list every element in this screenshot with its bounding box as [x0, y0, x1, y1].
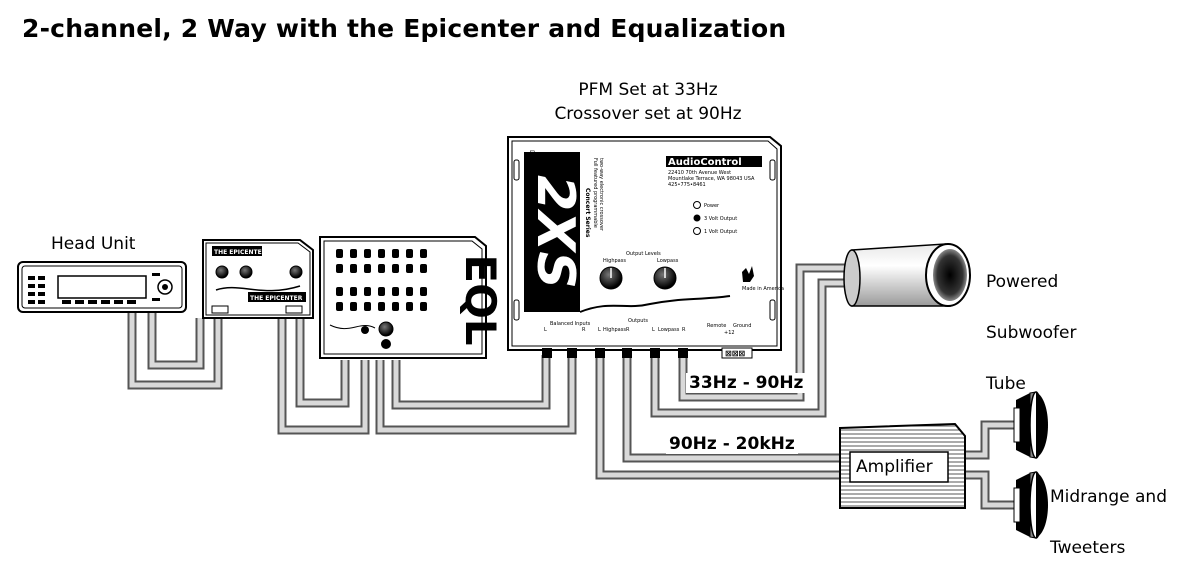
- cable-amplifier-speakers: [962, 420, 1018, 510]
- epicenter-brand-bottom: THE EPICENTER: [250, 295, 303, 302]
- wiring-diagram: THE EPICENTER THE EPICENTER: [17, 136, 1048, 539]
- epicenter-unit: THE EPICENTER THE EPICENTER: [202, 239, 314, 319]
- cable-lowpass-subwoofer: [650, 263, 855, 418]
- hp-r-label: R: [626, 327, 630, 333]
- highpass-knob-label: Highpass: [603, 258, 626, 264]
- mid-band-label: 90Hz - 20kHz: [666, 434, 798, 454]
- plus12-label: +12: [724, 330, 735, 336]
- 2xs-address-3: 425•775•8461: [668, 182, 706, 188]
- lp-l-label: L: [652, 327, 655, 333]
- midrange-tweeters-label: Midrange and Tweeters: [1050, 455, 1167, 574]
- page-title: 2-channel, 2 Way with the Epicenter and …: [22, 14, 787, 43]
- input-l-label: L: [544, 327, 547, 333]
- led-1volt-label: 1 Volt Output: [704, 229, 737, 235]
- made-in-label: Made in America: [742, 286, 784, 292]
- 2xs-logo: 2XS: [525, 175, 585, 289]
- midrange-speaker: [1013, 391, 1048, 459]
- remote-label: Remote: [707, 323, 726, 329]
- crossover-label: Crossover set at 90Hz: [554, 104, 742, 124]
- sub-band-label: 33Hz - 90Hz: [686, 373, 807, 393]
- epicenter-brand-top: THE EPICENTER: [214, 249, 267, 256]
- eql-slider-grid-bottom: [336, 287, 427, 311]
- tweeter-speaker: [1013, 471, 1048, 539]
- output-levels-label: Output Levels: [626, 251, 661, 257]
- eql-unit: EQL: [319, 236, 505, 359]
- 2xs-address-1: 22410 70th Avenue West: [668, 170, 731, 176]
- amplifier-label: Amplifier: [856, 457, 933, 477]
- powered-sub-label: Powered Subwoofer Tube: [986, 240, 1077, 410]
- cable-highpass-amplifier: [595, 355, 848, 480]
- 2xs-address-2: Mountlake Terrace, WA 98043 USA: [668, 176, 755, 182]
- head-unit: [17, 261, 187, 313]
- lp-r-label: R: [682, 327, 686, 333]
- pfm-label: PFM Set at 33Hz: [578, 80, 718, 100]
- 2xs-subtitle-1: Full featured programmable: [592, 158, 598, 228]
- eql-logo: EQL: [456, 254, 505, 345]
- hp-label: Highpass: [603, 327, 626, 333]
- midrange-line2: Tweeters: [1050, 538, 1126, 558]
- amplifier: [839, 422, 966, 509]
- eql-slider-grid-top: [336, 249, 427, 273]
- subwoofer-tube: [843, 243, 971, 307]
- rca-jacks: [542, 348, 688, 358]
- 2xs-brand: AudioControl: [668, 157, 742, 168]
- lp-label: Lowpass: [658, 327, 680, 333]
- hp-l-label: L: [598, 327, 601, 333]
- ground-label: Ground: [733, 323, 751, 329]
- cable-headunit-epicenter: [127, 310, 223, 390]
- cable-eql-2xs: [375, 355, 577, 435]
- cable-epicenter-eql: [277, 318, 370, 435]
- head-unit-label: Head Unit: [51, 234, 136, 254]
- lowpass-knob-label: Lowpass: [657, 258, 679, 264]
- svg-text:⊠⊠⊠: ⊠⊠⊠: [725, 349, 745, 358]
- midrange-line1: Midrange and: [1050, 487, 1167, 507]
- 2xs-crossover: 2XS Dm Concert Series Full featured prog…: [507, 136, 784, 359]
- 2xs-subtitle-2: two-way electronic crossover: [598, 158, 604, 232]
- led-3volt-label: 3 Volt Output: [704, 216, 737, 222]
- rca-cables: [127, 263, 1018, 510]
- 2xs-tag: Dm: [528, 150, 535, 161]
- outputs-label: Outputs: [628, 318, 648, 324]
- powered-sub-line1: Powered: [986, 272, 1059, 292]
- powered-sub-line3: Tube: [986, 374, 1026, 394]
- led-power-label: Power: [704, 203, 720, 209]
- balanced-inputs-label: Balanced Inputs: [550, 321, 591, 327]
- powered-sub-line2: Subwoofer: [986, 323, 1077, 343]
- 2xs-series: Concert Series: [584, 188, 591, 238]
- input-r-label: R: [582, 327, 586, 333]
